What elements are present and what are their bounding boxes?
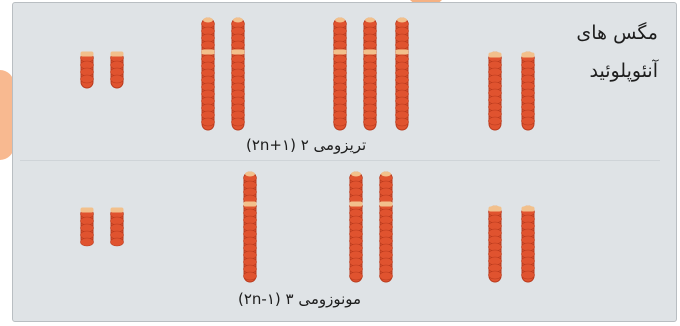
decorative-accent-left bbox=[0, 70, 14, 160]
label-trisomy: تریزومی ۲ (۲n+۱) bbox=[246, 136, 367, 154]
title-line-1: مگس های bbox=[576, 22, 658, 44]
row-divider bbox=[20, 160, 660, 161]
label-monosomy: مونوزومی ۳ (۲n-۱) bbox=[238, 290, 362, 308]
title-line-2: آنئوپلوئید bbox=[589, 60, 658, 82]
diagram-panel bbox=[12, 2, 677, 322]
